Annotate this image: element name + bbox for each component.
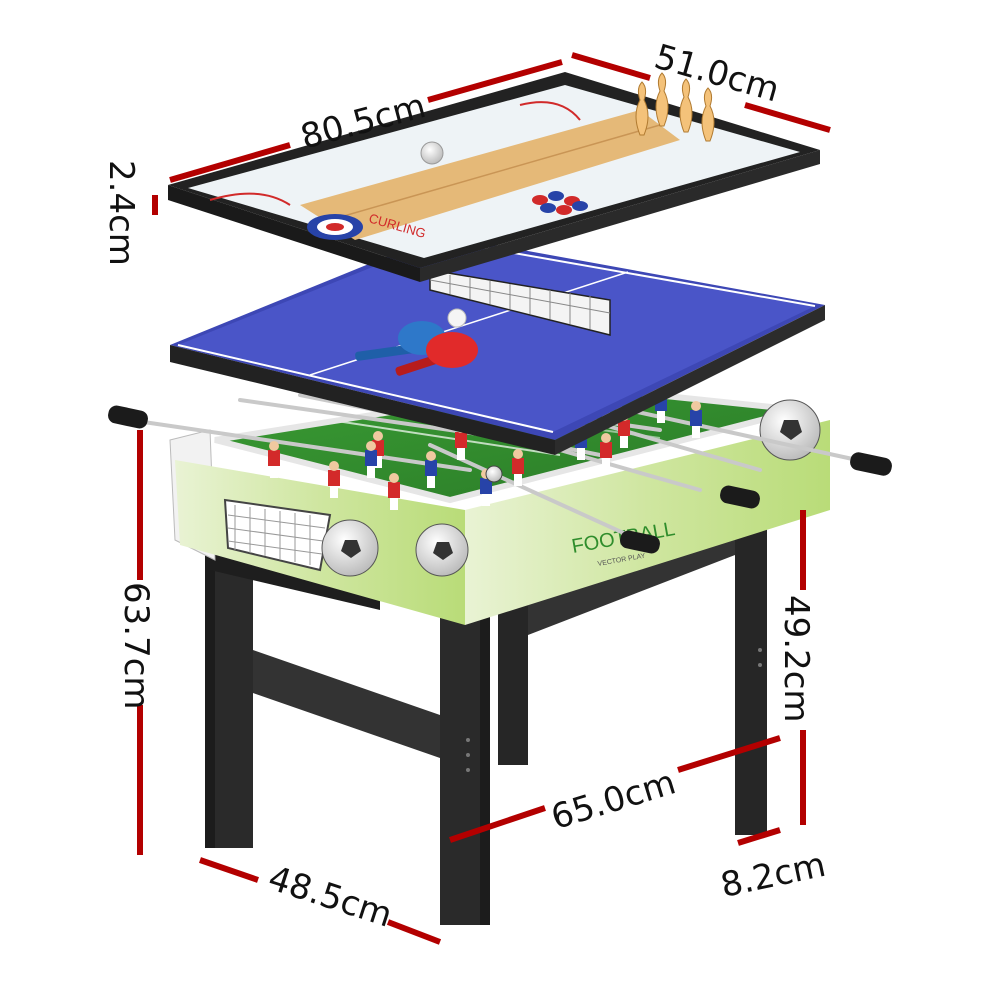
- dim-overall-height: 63.7cm: [116, 582, 156, 710]
- rod-handles: [108, 405, 892, 554]
- goal-net: [223, 498, 332, 572]
- ping-pong-ball: [447, 308, 467, 328]
- bowling-lane: [300, 110, 680, 240]
- dim-top-width: 51.0cm: [650, 37, 784, 111]
- dim-leg-width: 8.2cm: [717, 845, 829, 906]
- curling-bowling-top: CURLING: [168, 72, 820, 282]
- dim-base-depth: 48.5cm: [263, 858, 397, 935]
- dim-leg-height: 49.2cm: [776, 595, 816, 723]
- dim-base-length: 65.0cm: [547, 762, 681, 838]
- table-legs: [205, 505, 767, 925]
- shuffle-pucks: [532, 191, 588, 215]
- bowling-ball: [420, 141, 444, 165]
- bowling-pins: [635, 72, 715, 142]
- ping-pong-net: [429, 269, 611, 336]
- leg-back-left: [498, 590, 528, 765]
- ping-pong-top: [170, 235, 825, 455]
- red-players: [268, 393, 630, 510]
- ping-pong-surface: [178, 240, 815, 432]
- dim-top-thickness: 2.4cm: [101, 160, 141, 266]
- leg-back-right: [735, 505, 767, 835]
- front-crossbeam: [253, 650, 440, 758]
- ping-pong-paddles: [355, 321, 478, 376]
- foosball-ball: [485, 465, 503, 483]
- dimension-lines: [137, 52, 831, 945]
